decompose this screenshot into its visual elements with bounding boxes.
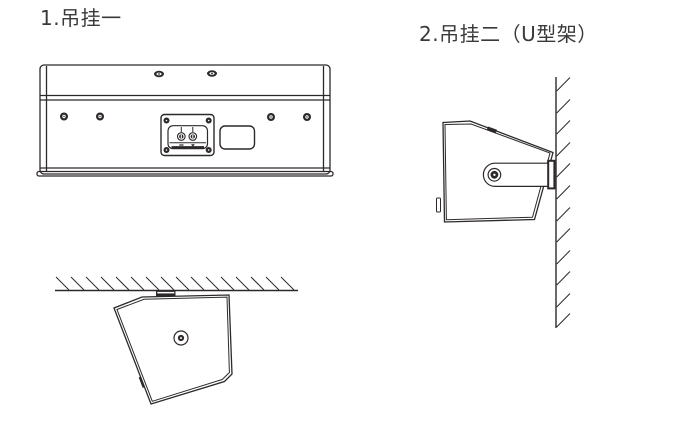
hanging-eyelet-right (207, 70, 217, 77)
binding-post-positive (188, 127, 198, 141)
speaker-side-inner-edge (116, 296, 230, 402)
bracket-wall-plate (547, 159, 556, 190)
u-bracket-arm (482, 162, 553, 187)
terminal-corner-screws (163, 117, 212, 153)
cabinet-base (36, 170, 334, 177)
screw-icon (267, 113, 275, 121)
polarity-plus-mark (191, 144, 195, 147)
hanging-method-1-label: 1.吊挂一 (40, 6, 122, 30)
back-panel-screws (60, 112, 311, 121)
pivot-bolt-icon (487, 167, 502, 182)
terminal-cup (167, 125, 209, 150)
nameplate (219, 125, 256, 150)
handle-notch (138, 376, 145, 388)
ceiling-bracket (156, 290, 176, 297)
binding-post-negative (176, 127, 186, 141)
top-edge-notch (486, 126, 497, 133)
screw-icon (303, 113, 311, 121)
polarity-minus-mark (179, 144, 184, 146)
screw-icon (60, 112, 68, 121)
screw-icon (96, 112, 104, 121)
handle-notch (436, 197, 441, 213)
terminal-plate (160, 113, 215, 157)
speaker-rear-view (36, 64, 334, 177)
speaker-side-outline (113, 294, 233, 405)
pivot-screw-icon (173, 330, 189, 346)
hanging-eyelet-left (154, 70, 164, 78)
wall-hatching (556, 77, 571, 328)
ceiling-mount-view (55, 276, 298, 405)
wall-mount-view (436, 77, 571, 328)
cabinet-outline (39, 64, 331, 175)
ceiling-hatching (55, 276, 295, 291)
hanging-method-2-label: 2.吊挂二（U型架） (419, 22, 598, 46)
